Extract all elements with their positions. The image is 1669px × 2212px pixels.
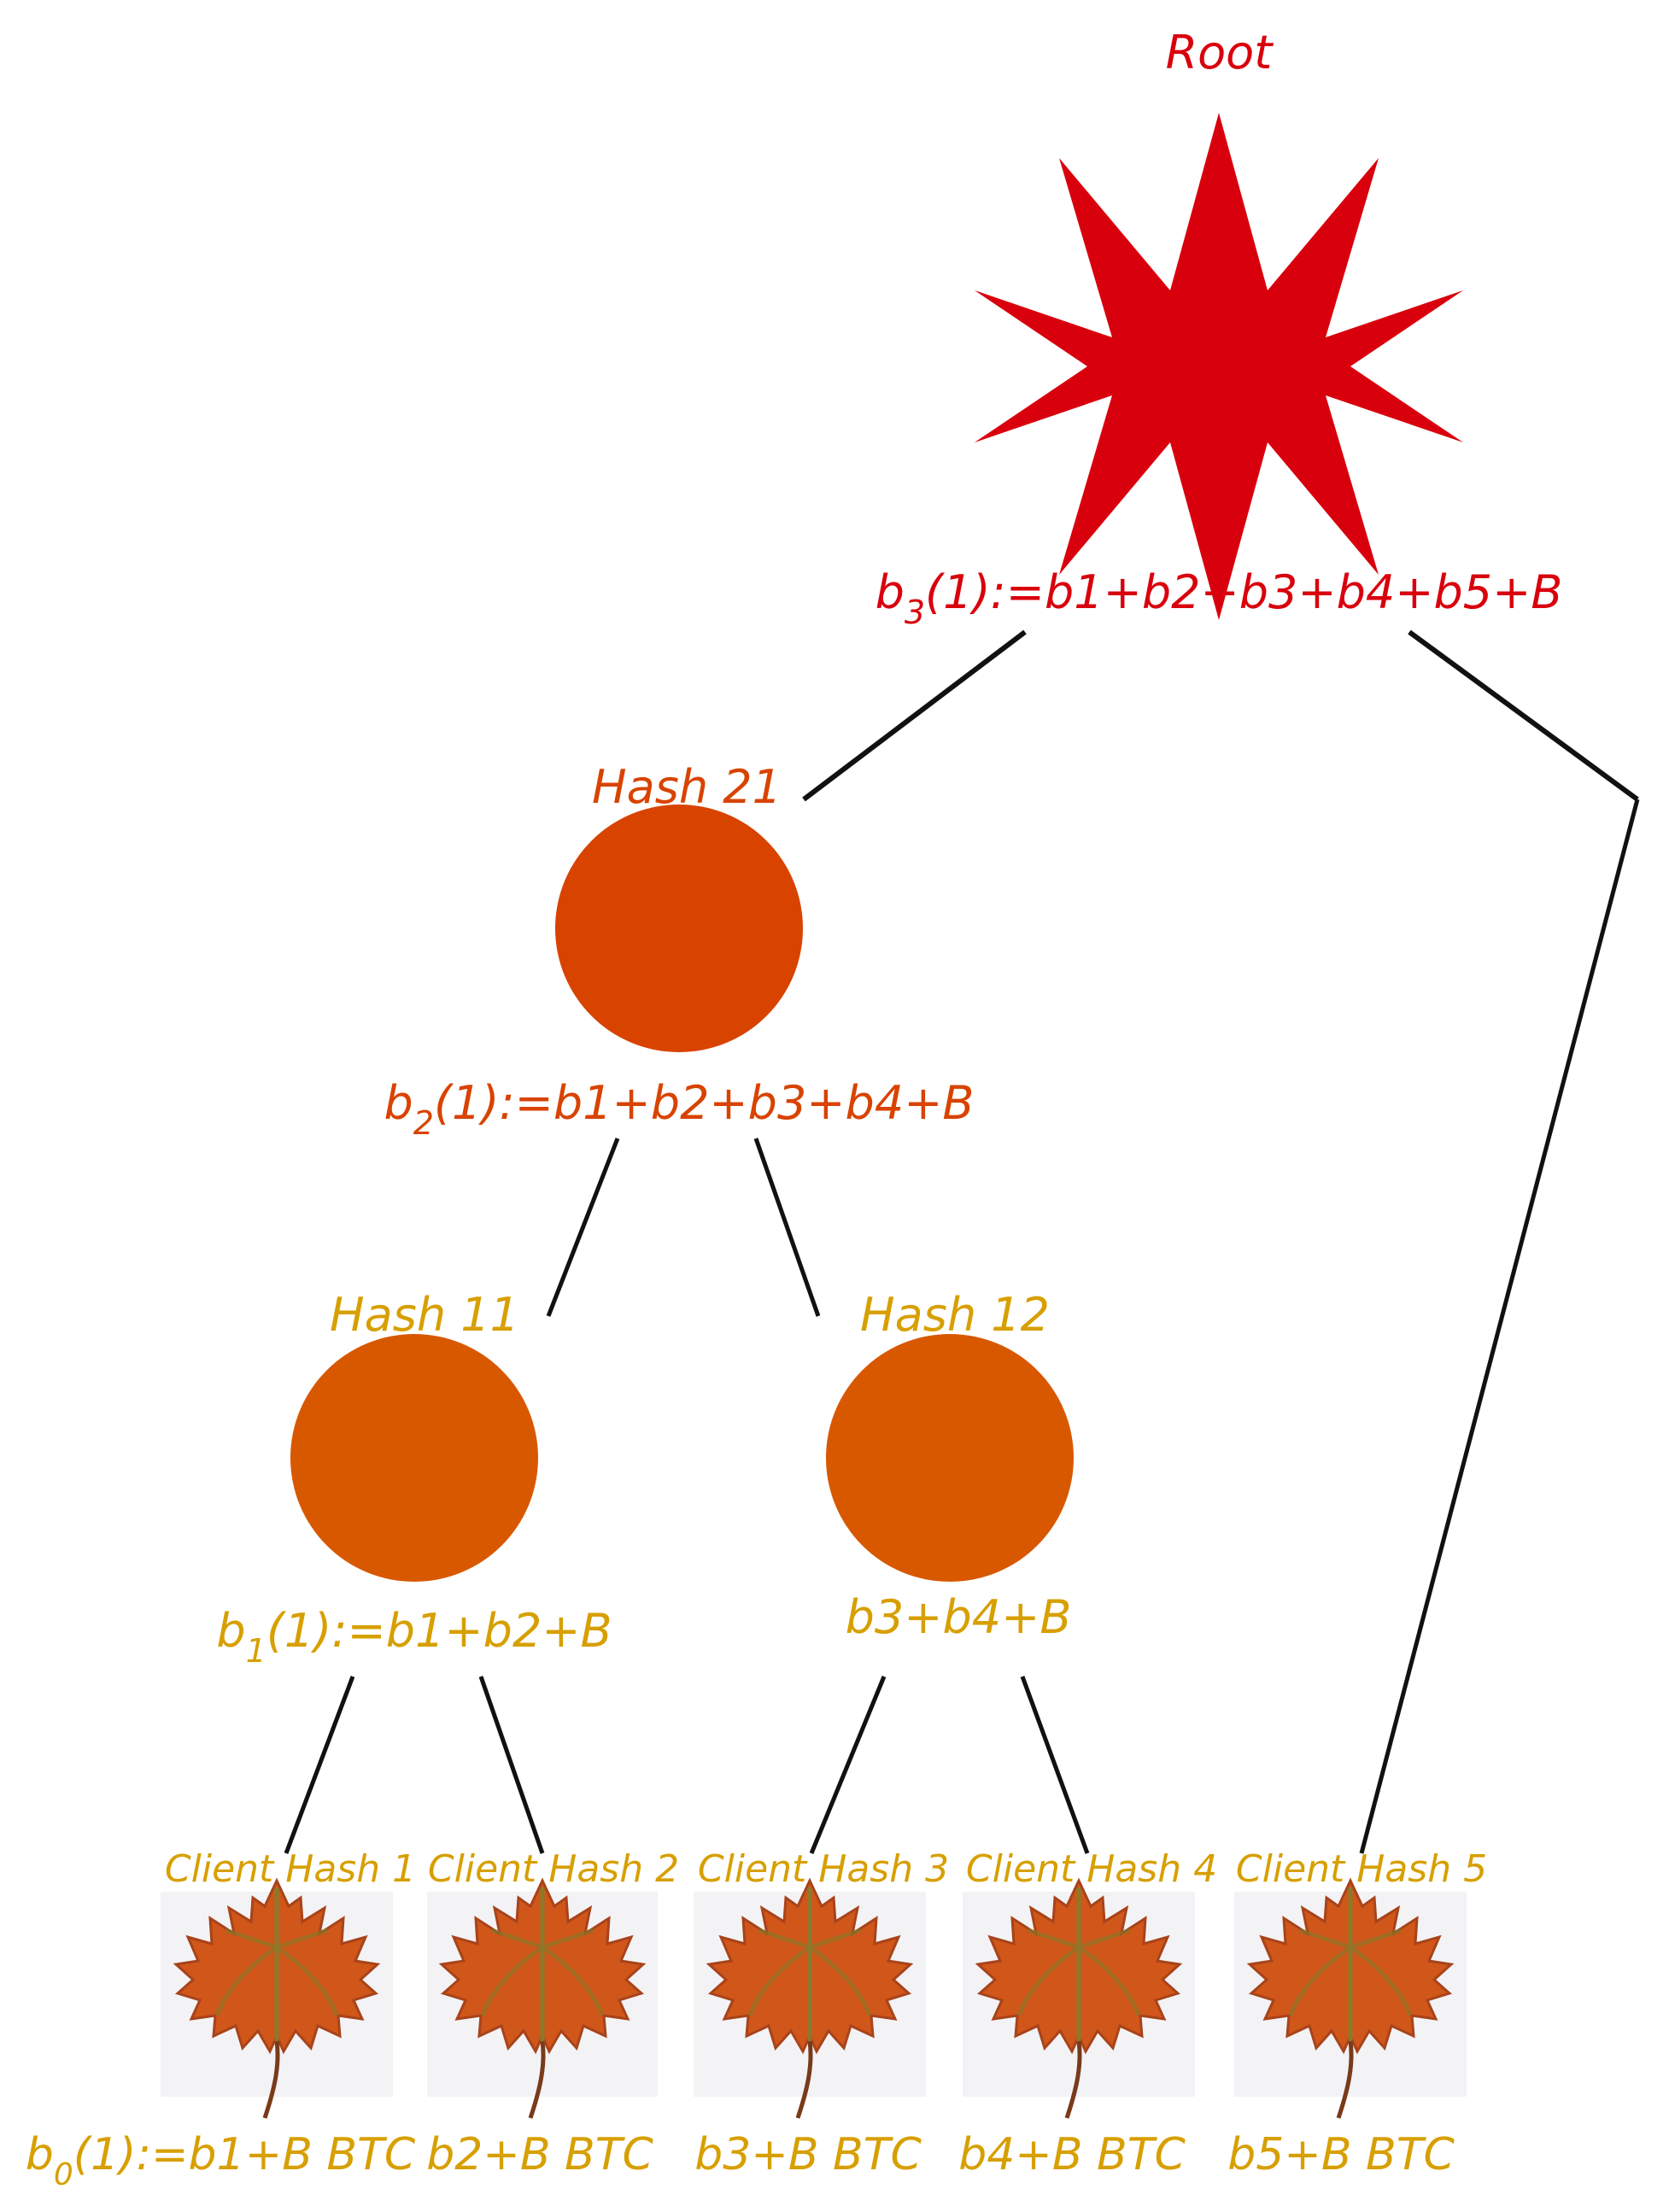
hash11-node	[290, 1334, 538, 1582]
edge-hash11-client1	[284, 1676, 355, 1854]
edge-root-hash21	[802, 629, 1027, 802]
hash11-title: Hash 11	[330, 1288, 519, 1342]
leaf-title: Client Hash 4	[966, 1847, 1217, 1891]
leaf-client-3: Client Hash 3 b3+B BTC	[694, 1847, 949, 2180]
edge-right-client5	[1359, 799, 1640, 1854]
edge-root-right	[1408, 629, 1639, 802]
leaf-sum-label: b4+B BTC	[958, 2129, 1186, 2180]
leaf-sum-label: b2+B BTC	[426, 2129, 653, 2180]
hash21-sum-label: b2(1):=b1+b2+b3+b4+B	[384, 1076, 975, 1142]
hash21-node	[555, 805, 803, 1052]
star-icon	[975, 113, 1463, 620]
edge-hash21-hash11	[546, 1138, 620, 1317]
leaf-client-5: Client Hash 5 b5+B BTC	[1227, 1847, 1487, 2180]
leaf-sum-label: b5+B BTC	[1227, 2129, 1455, 2180]
leaf-title: Client Hash 1	[165, 1847, 416, 1891]
leaf-client-1: Client Hash 1 b0(1):=b1+B BTC	[26, 1847, 416, 2192]
edge-hash21-hash12	[753, 1138, 821, 1317]
leaf-sum-label: b3+B BTC	[694, 2129, 922, 2180]
leaf-client-2: Client Hash 2 b2+B BTC	[426, 1847, 679, 2180]
root-sum-label: b3(1):=b1+b2+b3+b4+b5+B	[875, 565, 1563, 631]
root-title: Root	[1166, 26, 1274, 79]
hash12-title: Hash 12	[860, 1288, 1050, 1342]
hash11-sum-label: b1(1):=b1+b2+B	[216, 1604, 612, 1670]
leaf-title: Client Hash 2	[428, 1847, 679, 1891]
leaf-title: Client Hash 5	[1236, 1847, 1487, 1891]
leaf-title: Client Hash 3	[698, 1847, 949, 1891]
edge-hash12-client3	[809, 1676, 887, 1854]
leaf-sum-label: b0(1):=b1+B BTC	[26, 2129, 416, 2192]
hash12-sum-label: b3+b4+B	[846, 1590, 1072, 1644]
hash12-node	[826, 1334, 1074, 1582]
edge-hash12-client4	[1020, 1676, 1090, 1854]
leaf-client-4: Client Hash 4 b4+B BTC	[958, 1847, 1217, 2180]
edge-hash11-client2	[478, 1676, 545, 1854]
